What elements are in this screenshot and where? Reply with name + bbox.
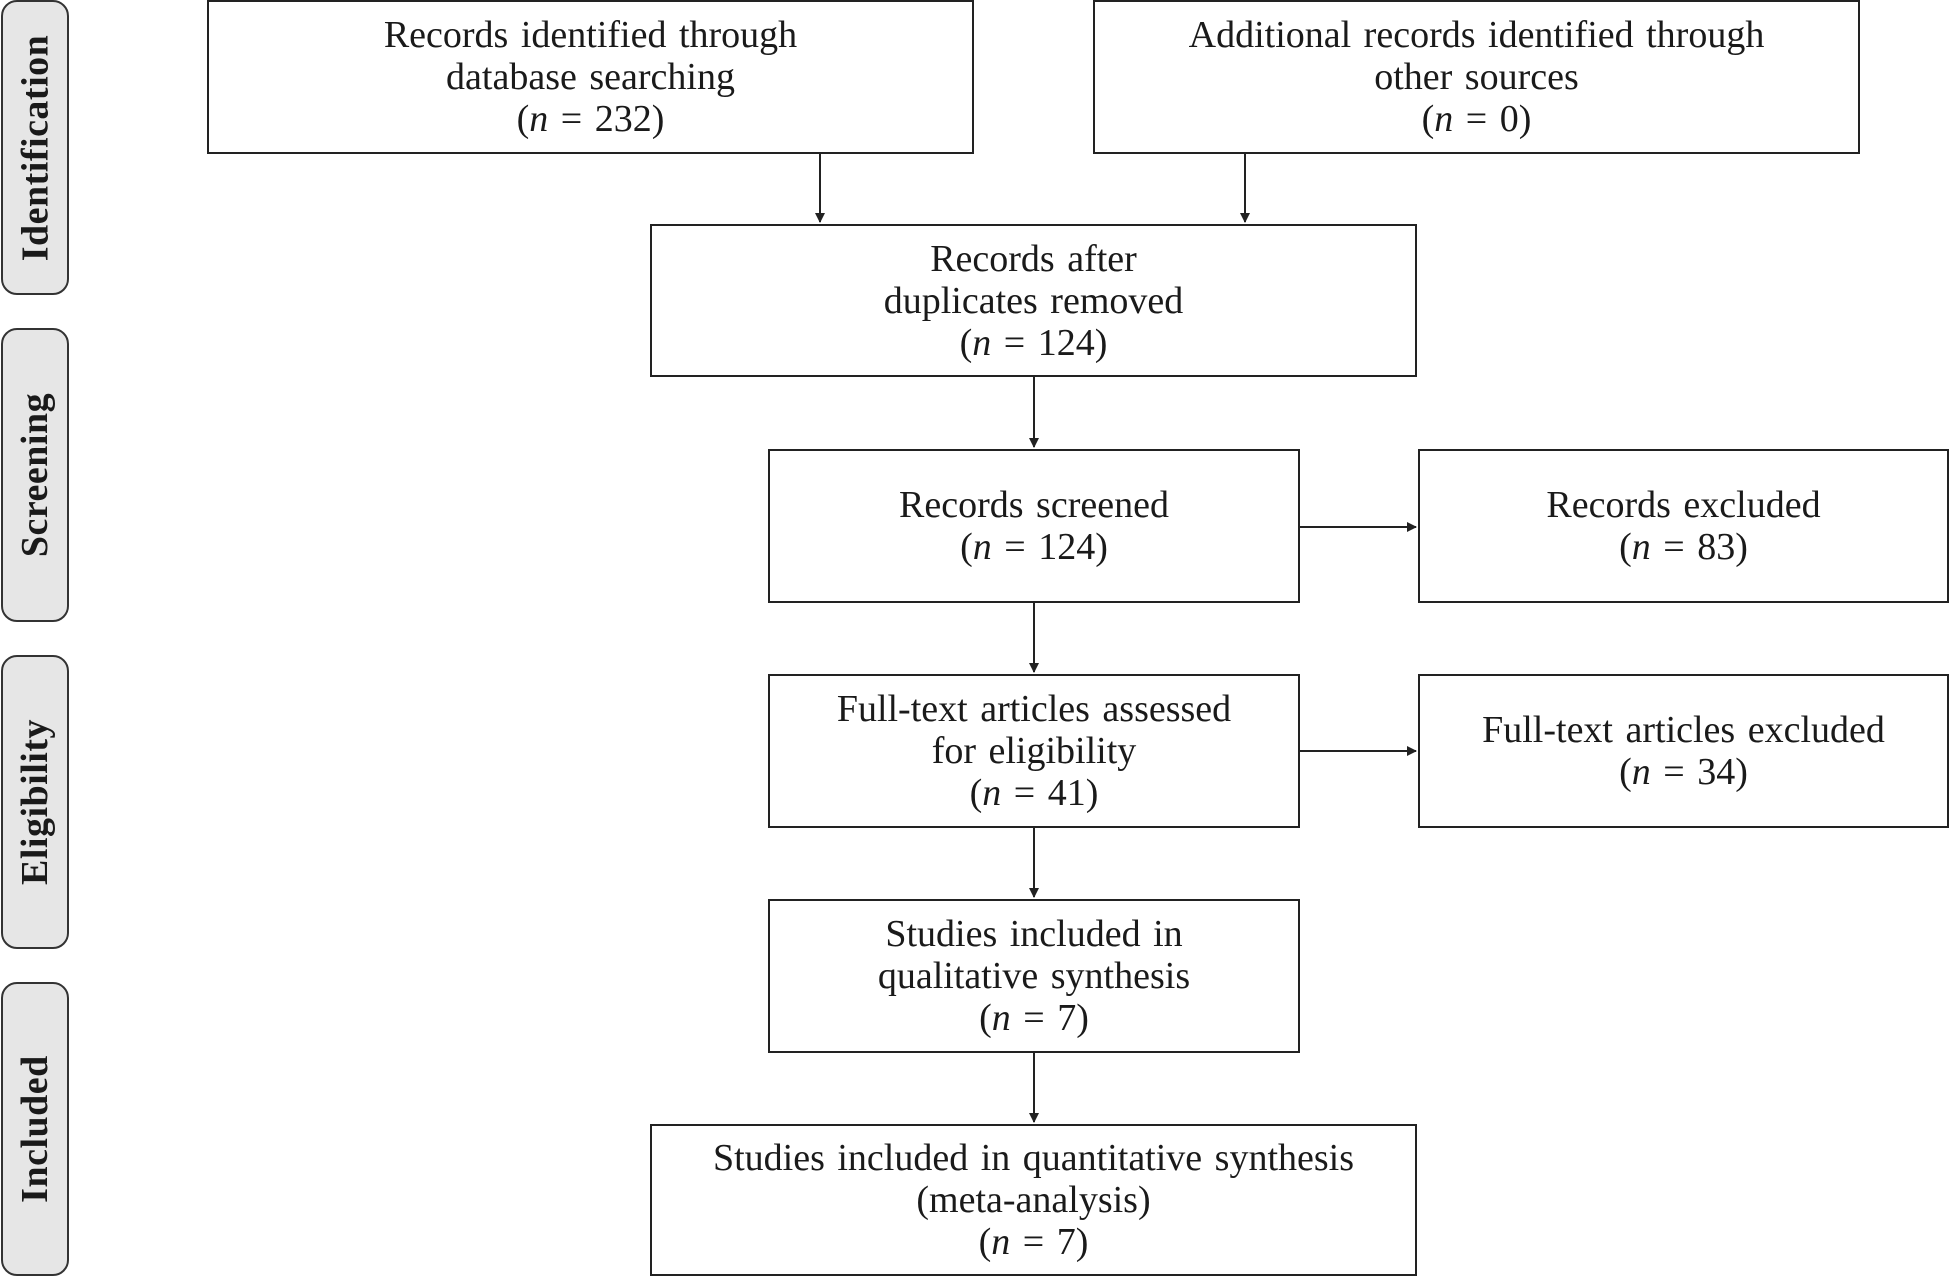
count-label: (n = 41) [969, 772, 1099, 814]
count-label: (n = 34) [1619, 751, 1748, 793]
screened-box: Records screened (n = 124) [768, 449, 1300, 603]
after-duplicates-box: Records after duplicates removed (n = 12… [650, 224, 1417, 377]
database-records-box: Records identified through database sear… [207, 0, 974, 154]
fulltext-excluded-box: Full-text articles excluded (n = 34) [1418, 674, 1949, 828]
count-label: (n = 83) [1619, 526, 1748, 568]
count-label: (n = 124) [960, 526, 1108, 568]
records-excluded-box: Records excluded (n = 83) [1418, 449, 1949, 603]
quantitative-synthesis-box: Studies included in quantitative synthes… [650, 1124, 1417, 1276]
fulltext-assessed-box: Full-text articles assessed for eligibil… [768, 674, 1300, 828]
phase-label-identification: Identification [1, 0, 69, 295]
count-label: (n = 7) [978, 1221, 1089, 1263]
qualitative-synthesis-box: Studies included in qualitative synthesi… [768, 899, 1300, 1053]
phase-label-screening: Screening [1, 328, 69, 622]
count-label: (n = 232) [516, 98, 665, 140]
count-label: (n = 7) [979, 997, 1089, 1039]
other-records-box: Additional records identified through ot… [1093, 0, 1860, 154]
phase-label-included: Included [1, 982, 69, 1276]
count-label: (n = 0) [1421, 98, 1532, 140]
count-label: (n = 124) [959, 321, 1108, 364]
phase-label-eligibility: Eligibility [1, 655, 69, 949]
